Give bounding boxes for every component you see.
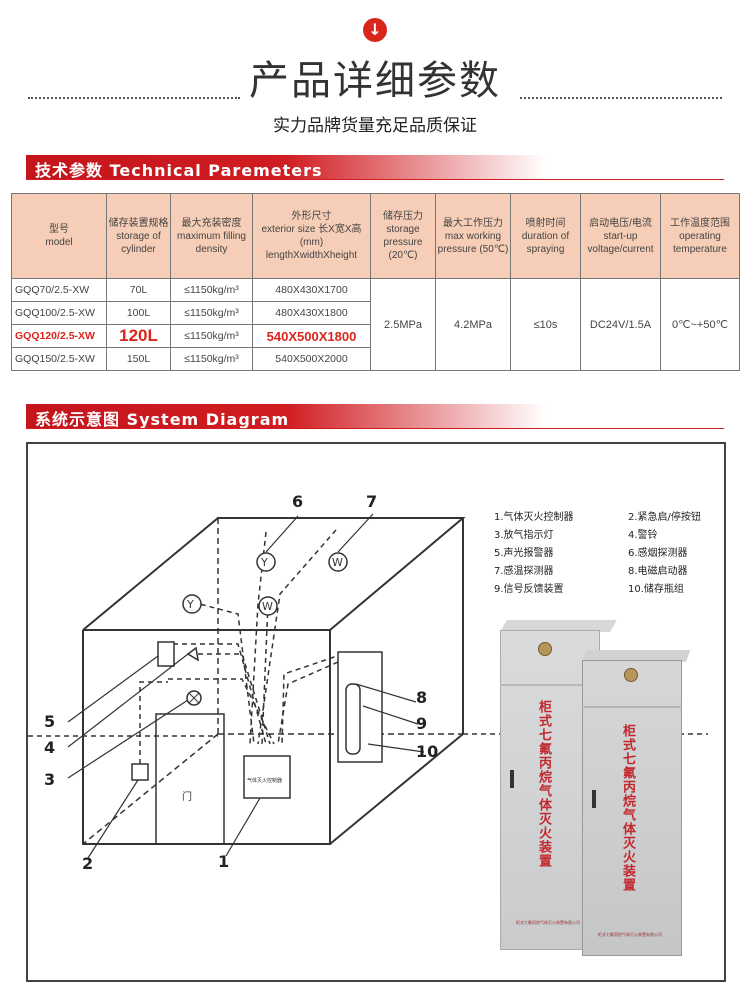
page-subtitle: 实力品牌货量充足品质保证 [273, 116, 477, 136]
callout-3: 3 [44, 770, 56, 789]
emergency-button-icon [131, 763, 149, 781]
pressure-gauge-icon [624, 668, 638, 682]
table-row: GQQ150/2.5-XW 150L ≤1150kg/m³ 540X500X20… [11, 347, 740, 371]
cell-spray-time: ≤10s [510, 278, 581, 371]
cell-voltage: DC24V/1.5A [580, 278, 661, 371]
legend-item: 8.电磁启动器 [628, 566, 688, 577]
system-diagram: Y W Y W 气体灭火控制器 门 6 7 [26, 442, 726, 982]
technical-section-bar: 技术参数 Technical Paremeters [26, 155, 546, 180]
heat-detector-label: W [262, 600, 273, 613]
controller-box [243, 755, 291, 799]
legend-item: 3.放气指示灯 [494, 530, 554, 541]
cell-density: ≤1150kg/m³ [170, 301, 253, 325]
cell-storage: 70L [106, 278, 171, 302]
smoke-detector-label: Y [260, 556, 268, 569]
callout-10: 10 [416, 742, 439, 761]
legend-item: 10.储存瓶组 [628, 584, 684, 595]
diagram-section-bar: 系统示意图 System Diagram [26, 404, 546, 429]
callout-4: 4 [44, 738, 56, 757]
divider-left [28, 97, 240, 99]
cell-size: 480X430X1800 [252, 301, 371, 325]
callout-6: 6 [292, 492, 304, 511]
table-row: GQQ70/2.5-XW 70L ≤1150kg/m³ 480X430X1700… [11, 278, 740, 371]
table-row-highlighted: GQQ120/2.5-XW 120L ≤1150kg/m³ 540X500X18… [11, 324, 740, 348]
cell-density: ≤1150kg/m³ [170, 278, 253, 302]
cell-model: GQQ150/2.5-XW [11, 347, 107, 371]
legend-item: 7.感温探测器 [494, 566, 554, 577]
cabinet-label: 柜式七氟丙烷气体灭火装置 [536, 700, 551, 868]
diagram-section-underline [26, 428, 724, 429]
heat-detector-label: W [332, 556, 343, 569]
technical-section-underline [26, 179, 724, 180]
room-schematic: Y W Y W 气体灭火控制器 门 [28, 513, 708, 859]
cabinet-small-label: 柜式七氟丙烷气体灭火装置有限公司 [598, 932, 662, 937]
callout-1: 1 [218, 852, 230, 871]
cell-density: ≤1150kg/m³ [170, 324, 253, 348]
cylinder-icon [345, 683, 361, 755]
door-label: 门 [182, 790, 192, 803]
cell-storage: 120L [106, 324, 171, 348]
controller-label: 气体灭火控制器 [247, 777, 282, 784]
diagram-section-title: 系统示意图 System Diagram [35, 410, 290, 429]
cabinet-handle-icon [592, 790, 596, 808]
cell-size: 540X500X2000 [252, 347, 371, 371]
callout-2: 2 [82, 854, 94, 873]
pressure-gauge-icon [538, 642, 552, 656]
arrow-down-icon: ↓ [363, 18, 387, 42]
technical-section-title: 技术参数 Technical Paremeters [35, 161, 323, 180]
callout-8: 8 [416, 688, 428, 707]
cell-size: 540X500X1800 [252, 324, 371, 348]
divider-right [520, 97, 722, 99]
alarm-strobe-icon [157, 641, 175, 667]
cabinet-label: 柜式七氟丙烷气体灭火装置 [620, 724, 635, 892]
callout-9: 9 [416, 714, 428, 733]
page-title: 产品详细参数 [249, 58, 501, 104]
cell-model: GQQ120/2.5-XW [11, 324, 107, 348]
cabinet-small: 柜式七氟丙烷气体灭火装置 柜式七氟丙烷气体灭火装置有限公司 [582, 650, 692, 956]
legend-item: 4.警铃 [628, 530, 658, 541]
bell-icon [186, 646, 200, 662]
cabinet-handle-icon [510, 770, 514, 788]
cell-model: GQQ70/2.5-XW [11, 278, 107, 302]
legend-item: 2.紧急启/停按钮 [628, 512, 701, 523]
cell-temperature: 0℃~+50℃ [660, 278, 740, 371]
cabinet-small-label: 柜式七氟丙烷气体灭火装置有限公司 [516, 920, 580, 925]
legend-item: 9.信号反馈装置 [494, 584, 564, 595]
cell-storage: 100L [106, 301, 171, 325]
legend-item: 6.感烟探测器 [628, 548, 688, 559]
smoke-detector-label: Y [186, 598, 194, 611]
legend-item: 5.声光报警器 [494, 548, 554, 559]
callout-5: 5 [44, 712, 56, 731]
cell-storage: 150L [106, 347, 171, 371]
cell-density: ≤1150kg/m³ [170, 347, 253, 371]
cell-max-pressure: 4.2MPa [435, 278, 511, 371]
callout-7: 7 [366, 492, 378, 511]
cell-model: GQQ100/2.5-XW [11, 301, 107, 325]
cell-size: 480X430X1700 [252, 278, 371, 302]
legend-item: 1.气体灭火控制器 [494, 512, 574, 523]
cell-storage-pressure: 2.5MPa [370, 278, 436, 371]
